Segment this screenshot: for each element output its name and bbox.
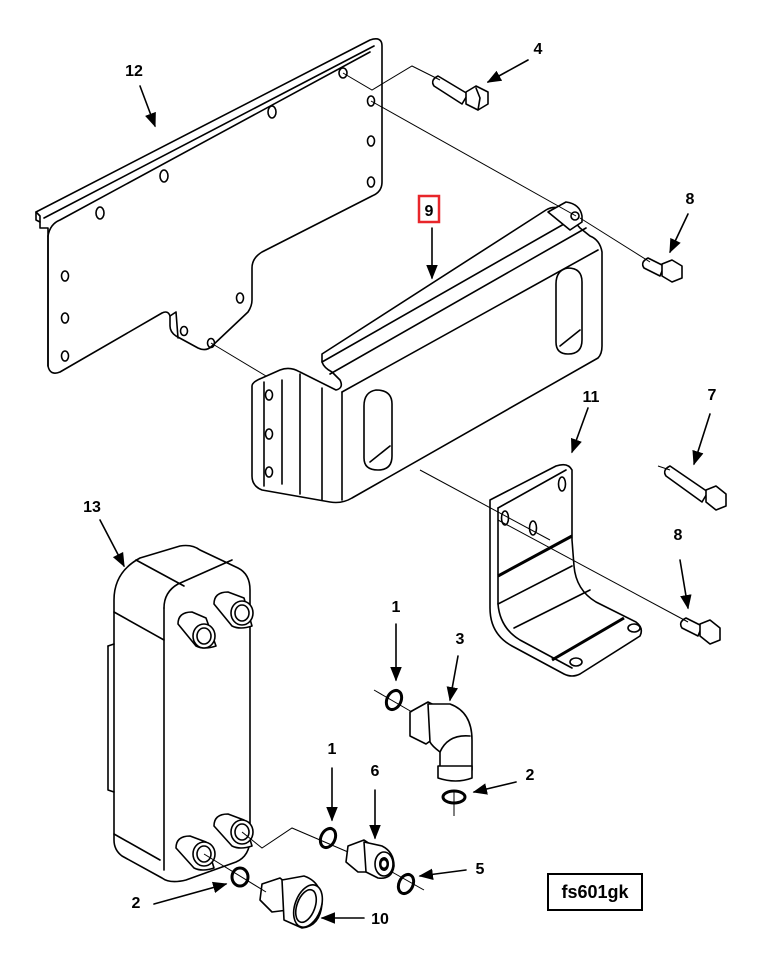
part-11-angle-bracket[interactable] (489, 463, 643, 677)
callout-7: 7 (708, 387, 717, 404)
callout-9-highlight-box (417, 194, 441, 224)
callout-6: 6 (371, 763, 380, 780)
callout-2-exchanger: 2 (132, 895, 141, 912)
callout-arrows (99, 59, 711, 924)
part-8-bolt-upper[interactable] (641, 257, 683, 283)
callout-4: 4 (534, 41, 543, 58)
callout-8-lower: 8 (674, 527, 683, 544)
part-1-o-ring-upper[interactable] (383, 688, 404, 712)
part-1-o-ring-lower[interactable] (317, 826, 338, 850)
callout-11: 11 (583, 389, 600, 406)
part-6-fitting[interactable] (345, 839, 395, 880)
part-9-mounting-bracket[interactable] (251, 201, 603, 504)
part-10-fitting[interactable] (259, 875, 328, 931)
part-8-bolt-lower[interactable] (679, 617, 721, 645)
callout-1-upper: 1 (392, 599, 401, 616)
callout-labels: 12 4 9 8 11 7 8 13 1 3 2 1 6 5 2 10 (83, 41, 716, 928)
part-2-o-ring-exchanger[interactable] (230, 866, 250, 888)
callout-12: 12 (125, 63, 143, 80)
callout-10: 10 (371, 911, 389, 928)
callout-13: 13 (83, 499, 101, 516)
part-4-bolt[interactable] (431, 75, 489, 111)
callout-2-elbow: 2 (526, 767, 535, 784)
callout-8-upper: 8 (686, 191, 695, 208)
assembly-lines (203, 65, 689, 893)
part-3-elbow-fitting[interactable] (409, 701, 473, 782)
part-12-mounting-plate[interactable] (35, 38, 383, 374)
callout-5: 5 (476, 861, 485, 878)
callout-1-lower: 1 (328, 741, 337, 758)
callout-3: 3 (456, 631, 465, 648)
figure-id-label: fs601gk (547, 873, 643, 911)
callout-9[interactable]: 9 (425, 203, 434, 220)
part-5-o-ring[interactable] (395, 872, 416, 896)
part-13-heat-exchanger[interactable] (107, 544, 254, 883)
part-7-bolt[interactable] (663, 465, 727, 511)
